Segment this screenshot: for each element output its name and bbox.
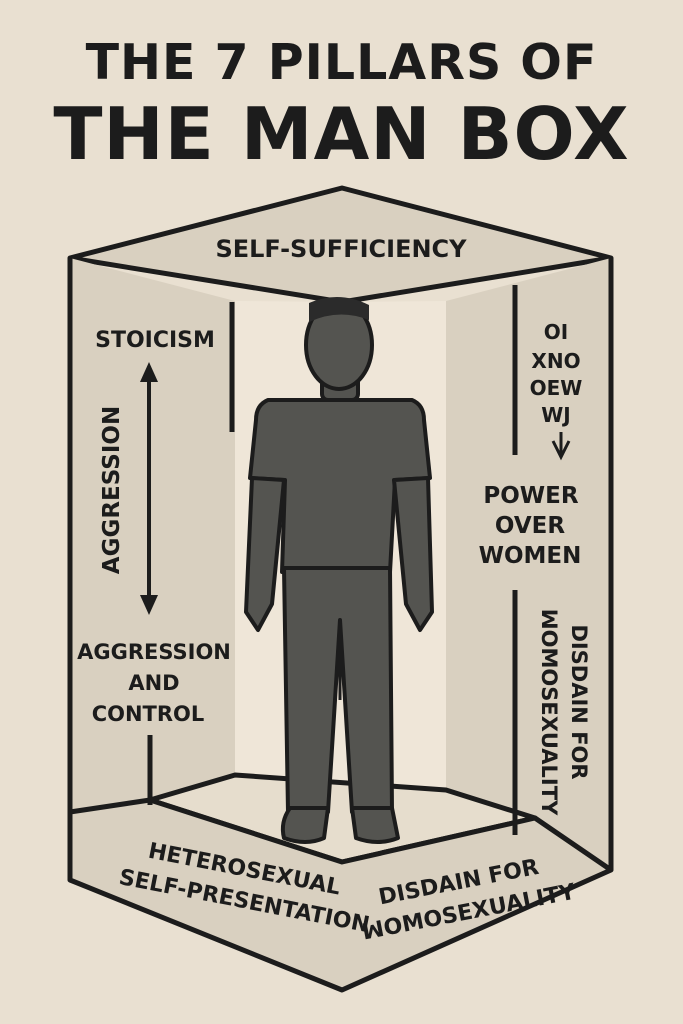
label-power-3: WOMEN (479, 543, 582, 569)
label-aggression-control-1: AGGRESSION (77, 640, 231, 664)
label-stoicism: STOICISM (95, 328, 215, 353)
box-right-panel (446, 258, 611, 870)
box-bottom-face (67, 797, 614, 993)
title-line-2: THE MAN BOX (53, 92, 630, 176)
label-self-sufficiency: SELF-SUFFICIENCY (215, 235, 467, 263)
box-left-panel (70, 258, 235, 812)
label-disdain-side-1: DISDAIN FOR (567, 624, 591, 779)
label-aggression-control-3: CONTROL (92, 702, 205, 726)
label-power-2: OVER (495, 513, 565, 539)
person-silhouette-icon (244, 296, 434, 844)
label-garbled-4: WJ (541, 403, 571, 427)
down-arrow-icon (551, 432, 571, 461)
label-garbled-2: XNO (531, 349, 580, 373)
label-disdain-side-2: ꟽOMOSEXUALITY (537, 609, 561, 816)
label-aggression-control-2: AND (128, 671, 179, 695)
label-aggression-vertical: AGGRESSION (99, 406, 125, 574)
label-power-1: POWER (483, 483, 578, 509)
label-garbled-1: OI (544, 320, 568, 344)
title-line-1: THE 7 PILLARS OF (85, 34, 598, 91)
label-garbled-3: OEW (530, 376, 583, 400)
double-arrow-icon (140, 362, 158, 615)
